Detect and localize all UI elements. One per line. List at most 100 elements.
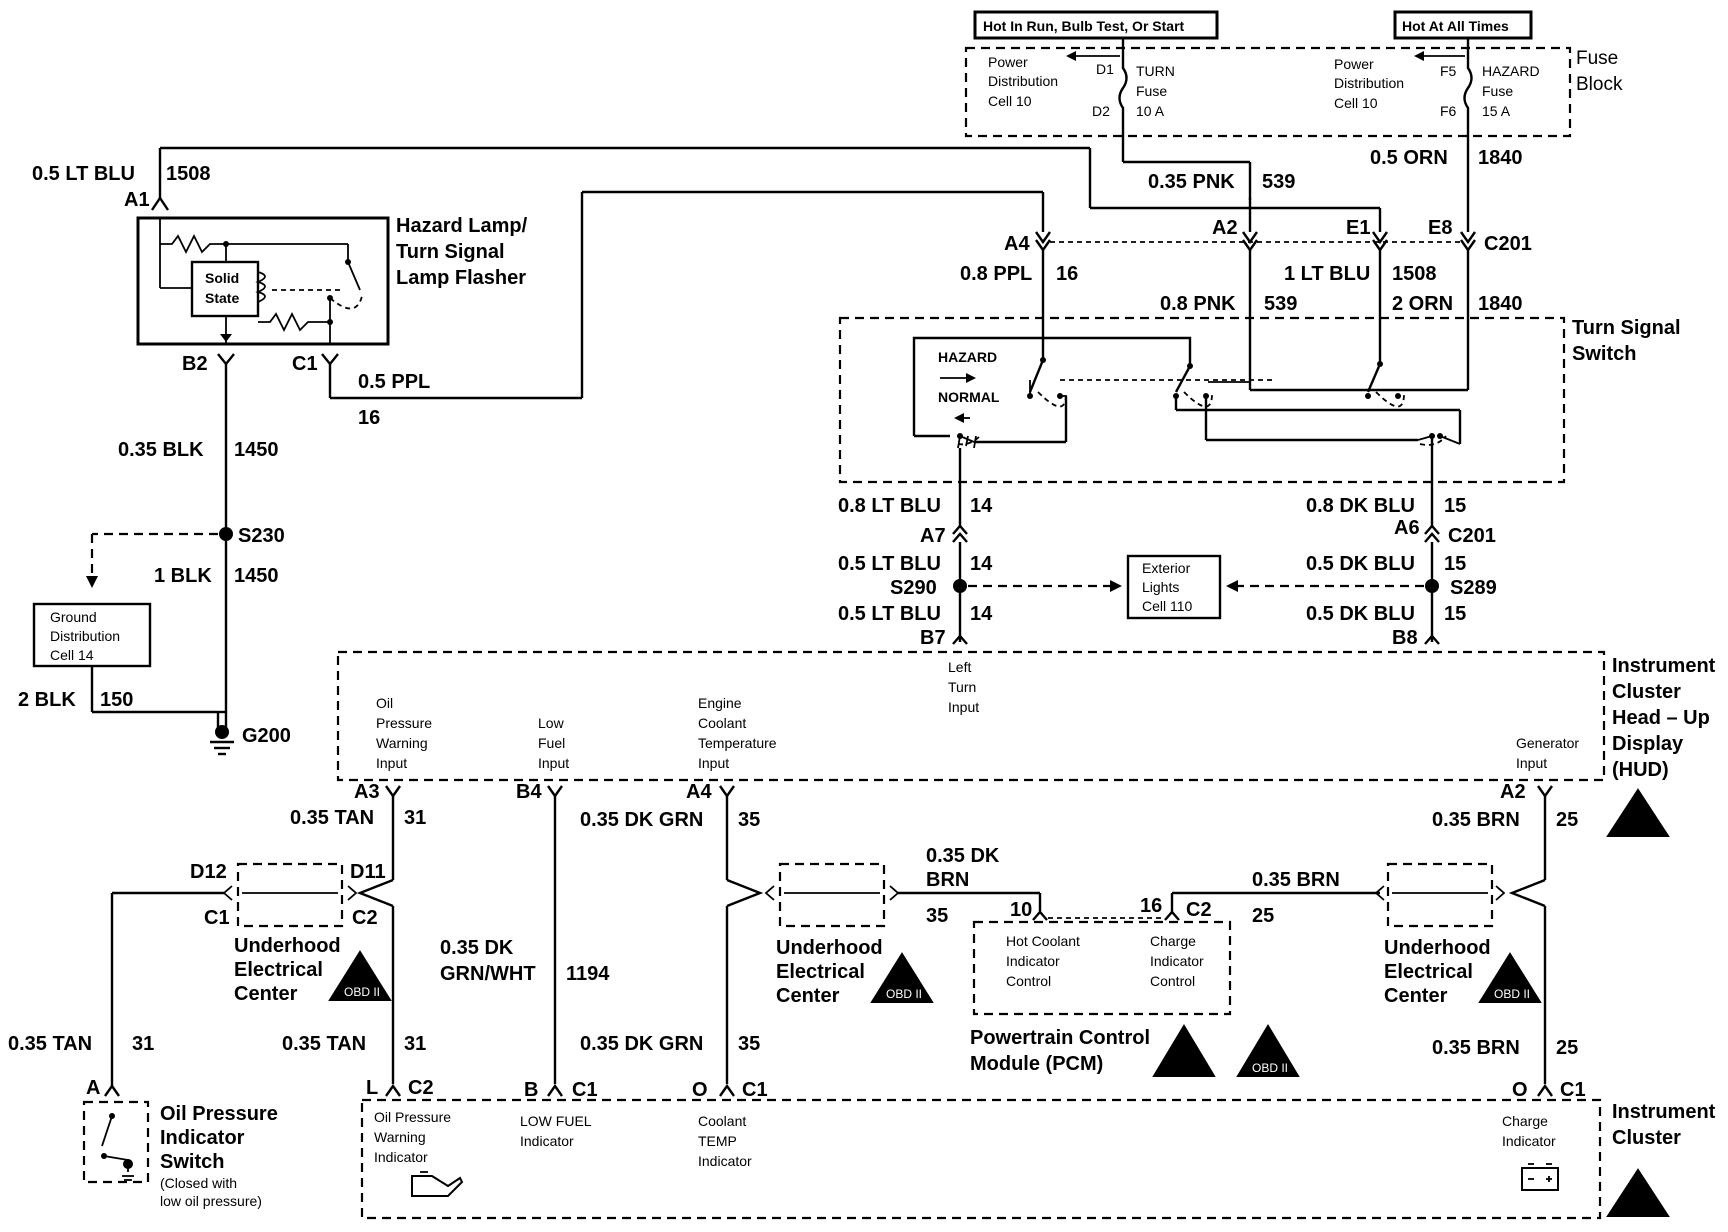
svg-text:15: 15 <box>1444 603 1466 625</box>
svg-text:1840: 1840 <box>1478 147 1523 169</box>
obd-ii-icon: OBD II <box>1236 1024 1300 1077</box>
svg-text:Cell 110: Cell 110 <box>1142 598 1193 614</box>
svg-text:B7: B7 <box>920 627 946 649</box>
c201-connector-bottom: A7 A6 C201 <box>920 517 1496 547</box>
obd-ii-icon: OBD II <box>870 952 934 1003</box>
svg-text:B8: B8 <box>1392 627 1418 649</box>
svg-text:0.5 LT BLU: 0.5 LT BLU <box>838 603 941 625</box>
svg-text:B4: B4 <box>516 781 542 803</box>
svg-text:1 BLK: 1 BLK <box>154 565 212 587</box>
svg-text:2 BLK: 2 BLK <box>18 689 76 711</box>
svg-text:D12: D12 <box>190 861 227 883</box>
svg-text:State: State <box>205 290 239 306</box>
svg-text:14: 14 <box>970 495 993 517</box>
svg-text:Powertrain Control: Powertrain Control <box>970 1027 1150 1049</box>
svg-text:Exterior: Exterior <box>1142 560 1191 576</box>
uec-middle-outline <box>778 862 886 928</box>
svg-text:2 ORN: 2 ORN <box>1392 293 1453 315</box>
svg-text:15: 15 <box>1444 553 1466 575</box>
svg-text:A3: A3 <box>354 781 380 803</box>
svg-text:Pressure: Pressure <box>376 715 432 731</box>
svg-text:Coolant: Coolant <box>698 715 746 731</box>
svg-text:Fuse: Fuse <box>1136 83 1167 99</box>
cluster-outline <box>360 1098 1602 1220</box>
svg-text:0.35 DK GRN: 0.35 DK GRN <box>580 809 703 831</box>
svg-text:Input: Input <box>948 699 979 715</box>
uec-left-outline <box>236 862 344 928</box>
uec-right-outline <box>1386 862 1494 928</box>
svg-text:B: B <box>524 1079 538 1101</box>
svg-text:low oil pressure): low oil pressure) <box>160 1193 262 1209</box>
oil-pressure-switch: A Oil Pressure Indicator Switch (Closed … <box>82 1077 278 1209</box>
svg-text:Module (PCM): Module (PCM) <box>970 1053 1103 1075</box>
svg-text:Cell 10: Cell 10 <box>1334 95 1378 111</box>
svg-text:Center: Center <box>1384 985 1448 1007</box>
svg-text:TEMP: TEMP <box>698 1133 737 1149</box>
svg-text:Hot At All Times: Hot At All Times <box>1402 18 1509 34</box>
hot-at-all-times-box <box>1393 10 1533 40</box>
turn-switch-outline <box>838 316 1566 484</box>
svg-text:Oil Pressure: Oil Pressure <box>374 1109 451 1125</box>
svg-text:Indicator: Indicator <box>1006 953 1060 969</box>
svg-text:Display: Display <box>1612 733 1684 755</box>
svg-text:Temperature: Temperature <box>698 735 777 751</box>
svg-text:Warning: Warning <box>374 1129 426 1145</box>
svg-text:C2: C2 <box>352 907 378 929</box>
svg-text:OBD II: OBD II <box>1494 987 1530 1001</box>
uec-right: Underhood Electrical Center OBD II <box>1374 862 1546 1007</box>
svg-text:E8: E8 <box>1428 217 1452 239</box>
svg-text:0.35 BRN: 0.35 BRN <box>1252 869 1340 891</box>
svg-text:539: 539 <box>1264 293 1297 315</box>
svg-text:0.5 DK BLU: 0.5 DK BLU <box>1306 553 1415 575</box>
flasher-outline <box>136 216 390 346</box>
svg-text:Lights: Lights <box>1142 579 1179 595</box>
svg-text:Hot In Run, Bulb Test, Or Star: Hot In Run, Bulb Test, Or Start <box>983 18 1185 34</box>
svg-text:Turn Signal: Turn Signal <box>1572 317 1681 339</box>
svg-text:Block: Block <box>1576 74 1623 95</box>
svg-text:15: 15 <box>1444 495 1466 517</box>
svg-text:0.5 DK BLU: 0.5 DK BLU <box>1306 603 1415 625</box>
ground-g200-icon <box>210 725 234 756</box>
svg-text:LOW FUEL: LOW FUEL <box>520 1113 592 1129</box>
svg-text:10 A: 10 A <box>1136 103 1165 119</box>
svg-text:Input: Input <box>1516 755 1547 771</box>
svg-text:0.35 BRN: 0.35 BRN <box>1432 809 1520 831</box>
svg-text:Charge: Charge <box>1502 1113 1548 1129</box>
svg-text:25: 25 <box>1556 1037 1578 1059</box>
svg-text:Cell 14: Cell 14 <box>50 647 94 663</box>
fuse-block-label: Fuse <box>1576 48 1618 69</box>
svg-text:Electrical: Electrical <box>1384 961 1473 983</box>
svg-text:35: 35 <box>738 1033 760 1055</box>
pcm-outline <box>972 920 1232 1016</box>
svg-text:D11: D11 <box>350 861 386 883</box>
fuse-block: Fuse Block Hot In Run, Bulb Test, Or Sta… <box>964 10 1623 138</box>
svg-text:L: L <box>366 1077 378 1099</box>
svg-text:F6: F6 <box>1440 103 1457 119</box>
svg-text:(Closed with: (Closed with <box>160 1175 237 1191</box>
svg-text:0.35 PNK: 0.35 PNK <box>1148 171 1235 193</box>
svg-text:C1: C1 <box>1560 1079 1586 1101</box>
svg-text:C201: C201 <box>1484 233 1532 255</box>
svg-text:1 LT BLU: 1 LT BLU <box>1284 263 1370 285</box>
svg-text:1450: 1450 <box>234 439 279 461</box>
svg-text:Electrical: Electrical <box>776 961 865 983</box>
svg-text:0.35 TAN: 0.35 TAN <box>290 807 374 829</box>
splice-s230 <box>219 527 233 541</box>
svg-text:Switch: Switch <box>1572 343 1636 365</box>
svg-text:Power: Power <box>1334 56 1374 72</box>
svg-text:150: 150 <box>100 689 133 711</box>
svg-text:Input: Input <box>376 755 407 771</box>
svg-text:Warning: Warning <box>376 735 428 751</box>
svg-text:1194: 1194 <box>566 963 610 985</box>
hud-outline <box>336 650 1606 782</box>
svg-text:C2: C2 <box>408 1077 434 1099</box>
uec-left: D12 D11 C1 C2 Underhood Electrical Cente… <box>112 861 394 1005</box>
svg-text:16: 16 <box>358 407 380 429</box>
svg-text:14: 14 <box>970 553 993 575</box>
svg-text:Ground: Ground <box>50 609 97 625</box>
svg-text:Low: Low <box>538 715 565 731</box>
hud-cluster: Instrument Cluster Head – Up Display (HU… <box>336 650 1716 837</box>
svg-text:0.35 DK GRN: 0.35 DK GRN <box>580 1033 703 1055</box>
esd-warning-icon <box>1606 1168 1670 1217</box>
